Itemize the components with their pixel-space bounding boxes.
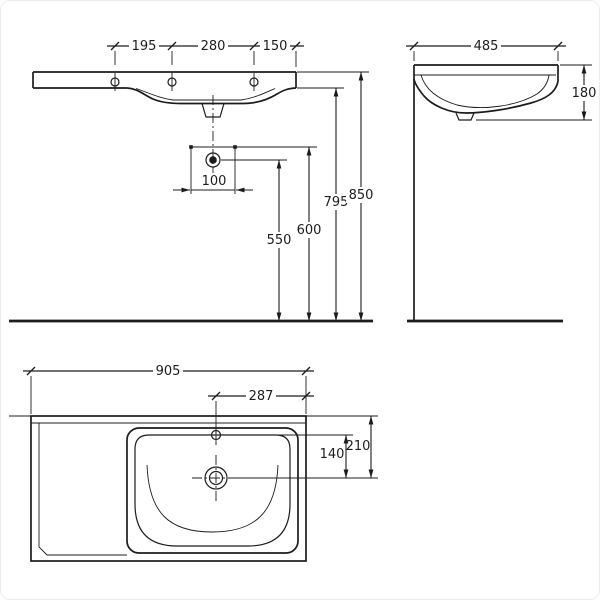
dim-label-150: 150 xyxy=(260,38,290,54)
dim-text-600: 600 xyxy=(297,223,322,238)
label-bg xyxy=(246,388,276,404)
dim-label-100: 100 xyxy=(199,173,229,189)
extension-lines xyxy=(114,51,297,67)
side-basin-outline xyxy=(413,64,559,321)
tap-hole-icon xyxy=(167,77,177,87)
tick xyxy=(110,41,120,51)
tap-holes xyxy=(110,73,259,91)
dim-text-140: 140 xyxy=(320,447,345,462)
label-bg xyxy=(199,173,229,188)
basin-inner-shell xyxy=(135,88,276,101)
dim-text-150: 150 xyxy=(263,39,288,54)
tick xyxy=(301,391,311,401)
drain-fitting xyxy=(455,112,475,121)
plan-basin-outline xyxy=(9,415,378,562)
drain-outlet-inner xyxy=(209,156,217,164)
bowl-inner-edge xyxy=(134,434,291,547)
dim-text-280: 280 xyxy=(201,39,226,54)
dim-text-795: 795 xyxy=(324,195,349,210)
dim-text-210: 210 xyxy=(346,439,371,454)
bowl-inner-curve xyxy=(420,74,550,108)
drain-outlet-outer xyxy=(205,152,221,168)
dim-label-287: 287 xyxy=(246,388,276,404)
tap-hole-icon xyxy=(249,77,259,87)
label-bg xyxy=(260,38,290,54)
dim-text-100: 100 xyxy=(202,174,227,189)
plan-tap-offset-dimension: 287 xyxy=(208,388,314,445)
front-view: 195 280 150 xyxy=(9,38,376,323)
label-bg xyxy=(264,232,294,248)
dim-text-180: 180 xyxy=(572,86,597,101)
dim-label-850: 850 xyxy=(346,187,376,203)
tick xyxy=(409,41,419,51)
dim-label-280: 280 xyxy=(198,38,228,54)
label-bg xyxy=(129,38,159,54)
front-height-dimensions: 550 600 795 850 xyxy=(221,71,376,321)
front-top-dimension-chain: 195 280 150 xyxy=(107,38,304,67)
tick xyxy=(553,41,563,51)
dim-label-195: 195 xyxy=(129,38,159,54)
front-basin-outline xyxy=(32,71,297,173)
dim-label-795: 795 xyxy=(321,194,351,210)
tick xyxy=(26,366,36,376)
dim-text-287: 287 xyxy=(249,389,274,404)
tick xyxy=(291,41,301,51)
dim-label-600: 600 xyxy=(294,222,324,238)
plan-view: 905 287 xyxy=(9,363,378,562)
basin-underside xyxy=(413,78,559,114)
dim-label-550: 550 xyxy=(264,232,294,248)
tick xyxy=(249,41,259,51)
dim-text-850: 850 xyxy=(349,188,374,203)
label-bg xyxy=(346,187,376,203)
basin-rect xyxy=(30,415,307,562)
rim-inner-left xyxy=(38,423,127,556)
dim-ticks xyxy=(110,41,301,51)
basin-underside xyxy=(33,87,297,105)
dim-label-905: 905 xyxy=(153,363,183,379)
bowl-outer-rim xyxy=(126,427,299,554)
side-height-dimension: 180 xyxy=(476,64,599,121)
plan-right-dimensions: 140 210 xyxy=(222,416,378,479)
front-drain-dimension: 100 xyxy=(173,145,317,194)
dim-text-905: 905 xyxy=(156,364,181,379)
label-bg xyxy=(471,38,501,54)
label-bg xyxy=(198,38,228,54)
tap-hole-icon xyxy=(110,77,120,87)
dim-text-195: 195 xyxy=(132,39,157,54)
side-view: 485 180 xyxy=(406,38,599,323)
label-bg xyxy=(153,363,183,379)
bowl-floor-curve xyxy=(146,464,279,533)
tick xyxy=(301,366,311,376)
dim-text-550: 550 xyxy=(267,233,292,248)
drain-inner-circle xyxy=(208,470,224,486)
side-width-dimension: 485 xyxy=(406,38,566,61)
plan-width-dimension: 905 xyxy=(23,363,314,414)
dim-text-485: 485 xyxy=(474,39,499,54)
tap-hole-icon xyxy=(210,429,222,441)
dim-label-180: 180 xyxy=(569,85,599,101)
tick xyxy=(211,391,221,401)
label-bg xyxy=(294,222,324,238)
tick xyxy=(167,41,177,51)
label-bg xyxy=(321,194,351,210)
dim-label-485: 485 xyxy=(471,38,501,54)
label-bg xyxy=(569,85,599,101)
